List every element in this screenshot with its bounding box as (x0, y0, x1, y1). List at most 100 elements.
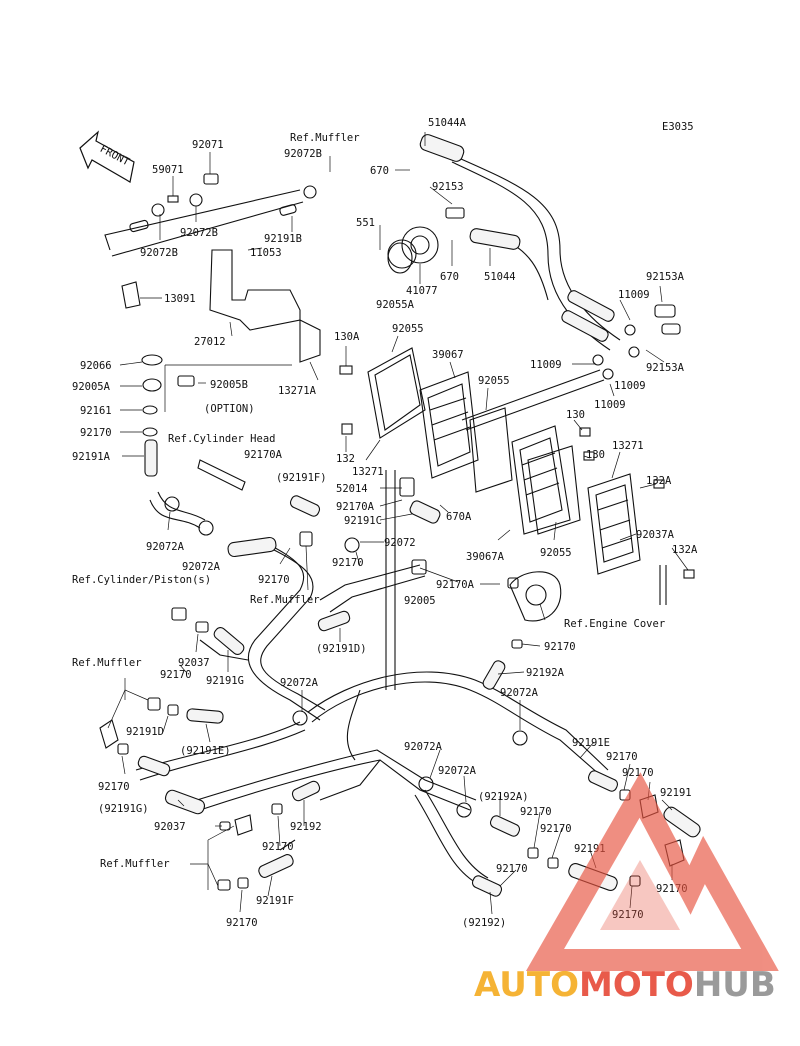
part-label: 92170 (612, 909, 644, 921)
part-label: 92153 (432, 181, 464, 193)
part-label: 92072A (146, 541, 185, 553)
part-label: 92170 (258, 574, 290, 586)
part-label: 59071 (152, 164, 184, 176)
part-label: 92191G (206, 675, 244, 687)
hose-clamps (151, 185, 640, 818)
ref-label: Ref.Muffler (290, 132, 360, 144)
part-label: 92066 (80, 360, 112, 372)
part-label: (92192) (462, 917, 506, 929)
part-label: 92072A (280, 677, 319, 689)
part-label: 11009 (530, 359, 562, 371)
ref-label: Ref.Muffler (100, 858, 170, 870)
part-label: 11009 (614, 380, 646, 392)
hose-lines (104, 151, 667, 886)
part-label: 551 (356, 217, 375, 229)
watermark-hub: HUB (694, 965, 776, 1005)
part-label: 132A (672, 544, 698, 556)
part-label: 92170 (540, 823, 572, 835)
automotohub-logo-icon (525, 772, 779, 971)
watermark-moto: MOTO (579, 965, 694, 1005)
part-label: 92170 (98, 781, 130, 793)
part-label: 92191D (126, 726, 164, 738)
part-label: 92055A (376, 299, 415, 311)
front-arrow-icon: FRONT (79, 130, 135, 183)
part-label: 92037A (636, 529, 675, 541)
part-label: 132A (646, 475, 672, 487)
part-label: 92170A (436, 579, 475, 591)
part-label: 11009 (594, 399, 626, 411)
part-label: 92192 (290, 821, 322, 833)
part-label: 27012 (194, 336, 226, 348)
part-label: 92055 (540, 547, 572, 559)
part-label: 92153A (646, 271, 685, 283)
part-label: (92191E) (180, 745, 231, 757)
part-label: 13271 (612, 440, 644, 452)
part-label: 92170 (520, 806, 552, 818)
part-label: 92191A (72, 451, 111, 463)
part-label: 13271A (278, 385, 317, 397)
hose-segments (137, 134, 701, 897)
part-label: 92170 (544, 641, 576, 653)
part-label: (92192A) (478, 791, 529, 803)
part-label: 92072 (384, 537, 416, 549)
option-label: (OPTION) (204, 403, 255, 415)
part-label: 41077 (406, 285, 438, 297)
part-labels: E3035 51044A Ref.Muffler 92071 92072B 59… (72, 117, 698, 929)
ref-label: Ref.Engine Cover (564, 618, 665, 630)
part-label: 92192A (526, 667, 565, 679)
part-label: 52014 (336, 483, 368, 495)
part-label: 92170 (226, 917, 258, 929)
part-label: 92072B (284, 148, 322, 160)
part-label: 670 (370, 165, 389, 177)
part-label: 92005A (72, 381, 111, 393)
part-label: 92161 (80, 405, 112, 417)
part-label: 92170 (262, 841, 294, 853)
part-label: 51044 (484, 271, 516, 283)
part-label: 39067A (466, 551, 505, 563)
fittings (117, 173, 695, 891)
diagram-code: E3035 (662, 121, 694, 133)
part-label: 13271 (352, 466, 384, 478)
part-label: 92170A (336, 501, 375, 513)
part-label: 92191C (344, 515, 382, 527)
part-label: 51044A (428, 117, 467, 129)
leader-lines (107, 132, 689, 915)
watermark-auto: AUTO (474, 965, 579, 1005)
part-label: 670A (446, 511, 472, 523)
part-label: 92071 (192, 139, 224, 151)
part-label: 92072B (140, 247, 178, 259)
part-label: 92191E (572, 737, 610, 749)
part-label: 92037 (178, 657, 210, 669)
part-label: 92170 (80, 427, 112, 439)
part-label: 92055 (392, 323, 424, 335)
part-label: 92170 (622, 767, 654, 779)
part-label: 92191F (256, 895, 294, 907)
ref-label: Ref.Muffler (250, 594, 320, 606)
part-label: 92072A (438, 765, 477, 777)
part-label: 132 (336, 453, 355, 465)
part-label: 670 (440, 271, 459, 283)
part-label: 92072A (500, 687, 539, 699)
part-label: 92072B (180, 227, 218, 239)
ref-label: Ref.Muffler (72, 657, 142, 669)
part-label: 92170 (496, 863, 528, 875)
part-label: 13091 (164, 293, 196, 305)
watermark: AUTO MOTO HUB (474, 965, 776, 1005)
part-label: 92191 (660, 787, 692, 799)
part-label: 92170 (606, 751, 638, 763)
part-label: 92072A (404, 741, 443, 753)
part-label: 11009 (618, 289, 650, 301)
part-label: 92037 (154, 821, 186, 833)
part-label: 92170 (332, 557, 364, 569)
part-label: 92153A (646, 362, 685, 374)
part-label: 92170A (244, 449, 283, 461)
part-label: 92072A (182, 561, 221, 573)
part-label: 92005 (404, 595, 436, 607)
part-label: (92191D) (316, 643, 367, 655)
part-label: 92005B (210, 379, 248, 391)
part-label: 92170 (160, 669, 192, 681)
part-label: 11053 (250, 247, 282, 259)
part-label: 92055 (478, 375, 510, 387)
part-label: 39067 (432, 349, 464, 361)
